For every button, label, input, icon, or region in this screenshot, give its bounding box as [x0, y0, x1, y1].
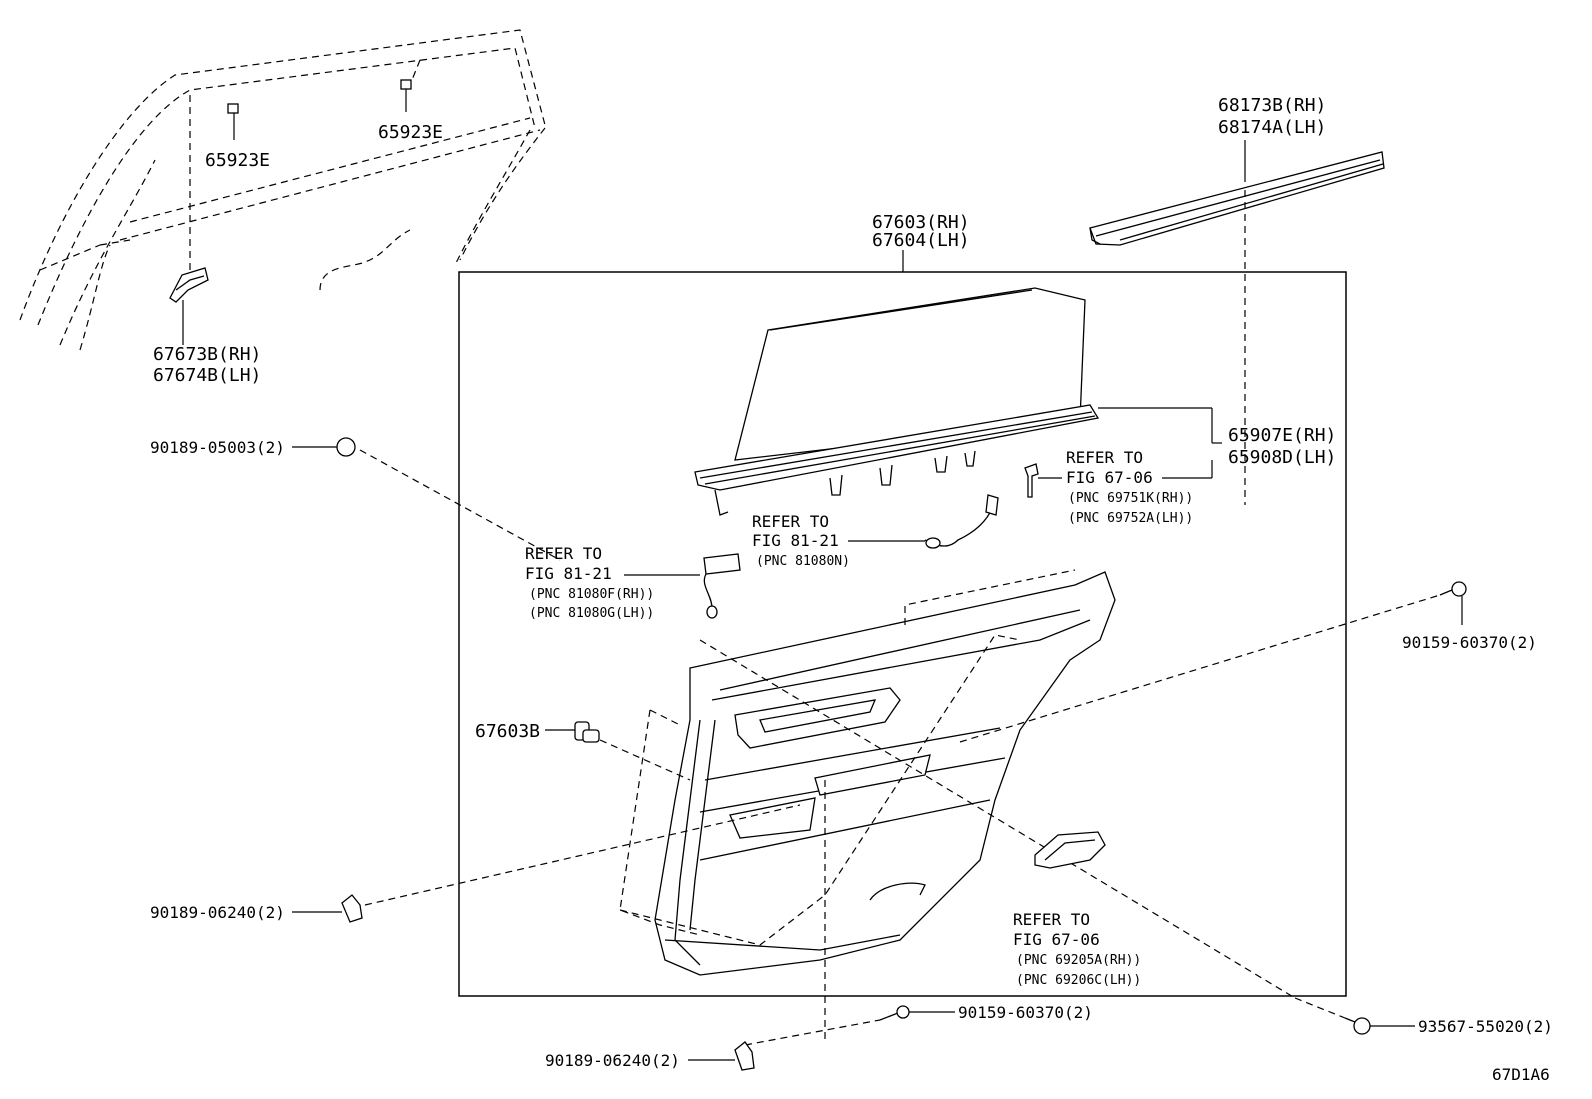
clip-65923e-right-part	[400, 79, 412, 112]
screw-90159-right-part	[1439, 581, 1467, 625]
ref-d-pnc1: (PNC 69205A(RH))	[1016, 953, 1141, 968]
label-68173b-rh: 68173B(RH)	[1218, 95, 1326, 116]
wire-ref-c-part	[624, 553, 741, 619]
ref-c-line1: REFER TO	[525, 544, 602, 563]
door-frame-outline	[19, 29, 546, 351]
ref-a-pnc1: (PNC 69751K(RH))	[1068, 491, 1193, 506]
clip-67603b-part	[545, 721, 600, 743]
label-90189-06240-left: 90189-06240(2)	[150, 903, 285, 922]
clip-65923e-left-part	[227, 103, 239, 140]
label-90159-60370-bottom: 90159-60370(2)	[958, 1003, 1093, 1022]
ref-d-pnc2: (PNC 69206C(LH))	[1016, 973, 1141, 988]
sun-shade-part	[694, 287, 1222, 516]
clip-90189-05003-part	[292, 437, 356, 457]
assembly-dash-lines	[359, 449, 1441, 1046]
label-65923e-left: 65923E	[205, 150, 270, 171]
label-67674b-lh: 67674B(LH)	[153, 365, 261, 386]
ref-d-line2: FIG 67-06	[1013, 930, 1100, 949]
clip-90189-06240-left-part	[292, 894, 363, 923]
bracket-67673b-part	[169, 267, 209, 345]
clip-ref-a-part	[1024, 463, 1062, 498]
clip-90189-06240-bottom-part	[688, 1041, 755, 1071]
label-67603b: 67603B	[475, 721, 540, 742]
ref-a-pnc2: (PNC 69752A(LH))	[1068, 511, 1193, 526]
ref-c-pnc2: (PNC 81080G(LH))	[529, 606, 654, 621]
inner-handle-ref-d-part	[1034, 831, 1106, 869]
label-93567-55020: 93567-55020(2)	[1418, 1017, 1553, 1036]
ref-b-line1: REFER TO	[752, 512, 829, 531]
label-90159-60370-right: 90159-60370(2)	[1402, 633, 1537, 652]
weatherstrip-part	[1089, 140, 1385, 246]
screw-93567-part	[1344, 1017, 1415, 1035]
diagram-id: 67D1A6	[1492, 1065, 1550, 1084]
screw-90159-bottom-part	[879, 1005, 955, 1021]
ref-b-line2: FIG 81-21	[752, 531, 839, 550]
door-trim-board-part	[654, 571, 1116, 976]
ref-d-line1: REFER TO	[1013, 910, 1090, 929]
ref-c-pnc1: (PNC 81080F(RH))	[529, 587, 654, 602]
ref-a-line2: FIG 67-06	[1066, 468, 1153, 487]
label-90189-05003: 90189-05003(2)	[150, 438, 285, 457]
label-65908d-lh: 65908D(LH)	[1228, 447, 1336, 468]
label-67603-rh: 67603(RH)	[872, 212, 970, 233]
label-67673b-rh: 67673B(RH)	[153, 344, 261, 365]
wire-ref-b-part	[848, 494, 999, 549]
label-67604-lh: 67604(LH)	[872, 230, 970, 251]
label-90189-06240-bottom: 90189-06240(2)	[545, 1051, 680, 1070]
ref-a-line1: REFER TO	[1066, 448, 1143, 467]
ref-c-line2: FIG 81-21	[525, 564, 612, 583]
label-68174a-lh: 68174A(LH)	[1218, 117, 1326, 138]
ref-b-pnc1: (PNC 81080N)	[756, 554, 850, 569]
label-65923e-right: 65923E	[378, 122, 443, 143]
label-65907e-rh: 65907E(RH)	[1228, 425, 1336, 446]
